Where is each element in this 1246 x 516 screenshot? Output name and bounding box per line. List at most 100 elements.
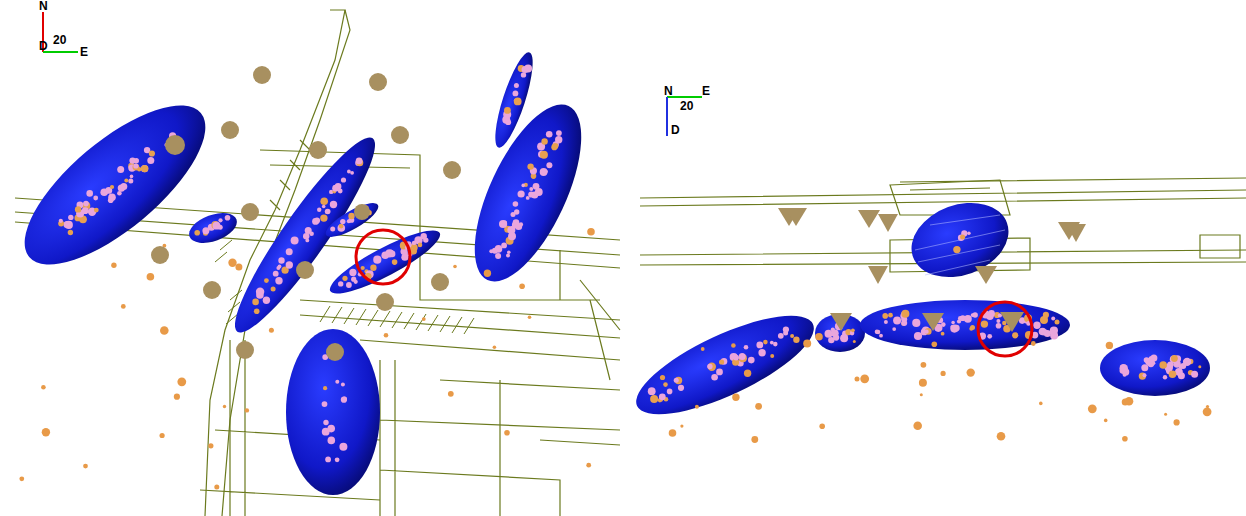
event-sphere <box>981 320 988 327</box>
event-sphere <box>160 326 169 335</box>
north-label: N <box>664 85 673 97</box>
seismic-events <box>19 65 1211 490</box>
event-sphere <box>925 330 929 334</box>
north-label: N <box>39 0 48 12</box>
event-sphere <box>335 380 339 384</box>
event-sphere <box>1174 419 1180 425</box>
event-sphere <box>208 443 213 448</box>
event-sphere <box>286 261 293 268</box>
event-sphere <box>130 175 134 179</box>
event-sphere <box>950 325 958 333</box>
event-sphere <box>783 326 789 332</box>
event-sphere <box>19 476 24 481</box>
event-sphere <box>526 196 530 200</box>
event-sphere <box>418 243 423 248</box>
event-sphere <box>341 397 347 403</box>
event-sphere <box>338 224 346 232</box>
event-sphere <box>1203 407 1212 416</box>
event-sphere <box>256 291 264 299</box>
event-sphere <box>986 313 994 321</box>
cluster-ellipsoids <box>1 49 1210 495</box>
event-sphere <box>228 259 236 267</box>
event-sphere <box>650 395 658 403</box>
event-sphere <box>330 201 337 208</box>
event-sphere <box>951 321 955 325</box>
event-sphere <box>373 256 381 264</box>
event-sphere <box>663 382 668 387</box>
event-sphere <box>348 213 354 219</box>
event-sphere <box>951 325 955 329</box>
event-sphere <box>111 263 116 268</box>
event-sphere <box>860 374 869 383</box>
event-sphere <box>708 363 716 371</box>
event-sphere <box>214 485 219 490</box>
event-sphere <box>235 264 242 271</box>
event-sphere <box>273 271 279 277</box>
event-sphere <box>514 83 519 88</box>
event-sphere <box>1106 342 1113 349</box>
event-sphere <box>133 164 140 171</box>
event-sphere <box>587 228 595 236</box>
event-sphere <box>341 177 346 182</box>
scale-label: 20 <box>53 34 66 46</box>
event-sphere <box>732 394 739 401</box>
event-sphere <box>1039 402 1043 406</box>
event-sphere <box>513 91 519 97</box>
event-sphere <box>733 355 739 361</box>
event-sphere <box>133 163 138 168</box>
event-sphere <box>1051 317 1055 321</box>
event-sphere <box>748 357 755 364</box>
down-axis <box>666 97 668 136</box>
east-label: E <box>80 46 88 58</box>
event-sphere <box>678 385 684 391</box>
event-sphere <box>505 119 511 125</box>
event-sphere <box>356 158 363 165</box>
event-sphere <box>174 394 180 400</box>
event-sphere <box>325 209 331 215</box>
event-sphere <box>701 347 705 351</box>
event-sphere <box>1198 365 1201 368</box>
event-sphere <box>551 144 557 150</box>
event-sphere <box>346 282 352 288</box>
event-sphere <box>967 232 971 236</box>
event-sphere <box>489 249 493 253</box>
event-sphere <box>901 320 907 326</box>
event-sphere <box>129 157 135 163</box>
east-axis <box>43 51 78 53</box>
event-sphere <box>1191 371 1198 378</box>
event-sphere <box>83 201 89 207</box>
event-sphere <box>529 187 533 191</box>
event-sphere <box>680 425 683 428</box>
event-sphere <box>533 183 540 190</box>
event-sphere <box>555 136 562 143</box>
event-sphere <box>913 422 922 431</box>
event-sphere <box>323 386 327 390</box>
event-sphere <box>997 432 1006 441</box>
event-sphere <box>495 245 503 253</box>
event-sphere <box>901 310 909 318</box>
event-sphere <box>118 184 125 191</box>
event-sphere <box>519 284 525 290</box>
event-sphere <box>540 151 548 159</box>
event-sphere <box>531 191 538 198</box>
event-sphere <box>453 265 457 269</box>
event-sphere <box>519 222 523 226</box>
event-sphere <box>1055 320 1060 325</box>
event-sphere <box>969 327 973 331</box>
event-sphere <box>117 166 124 173</box>
event-sphere <box>840 334 848 342</box>
event-sphere <box>225 215 231 221</box>
event-sphere <box>893 317 901 325</box>
event-sphere <box>361 266 365 270</box>
event-sphere <box>340 219 345 224</box>
event-sphere <box>254 308 260 314</box>
event-sphere <box>349 269 356 276</box>
event-sphere <box>504 430 510 436</box>
event-sphere <box>276 266 280 270</box>
down-label: D <box>671 124 680 136</box>
event-sphere <box>121 304 126 309</box>
event-sphere <box>1125 397 1134 406</box>
event-sphere <box>330 227 335 232</box>
event-sphere <box>149 150 155 156</box>
event-sphere <box>1141 364 1148 371</box>
